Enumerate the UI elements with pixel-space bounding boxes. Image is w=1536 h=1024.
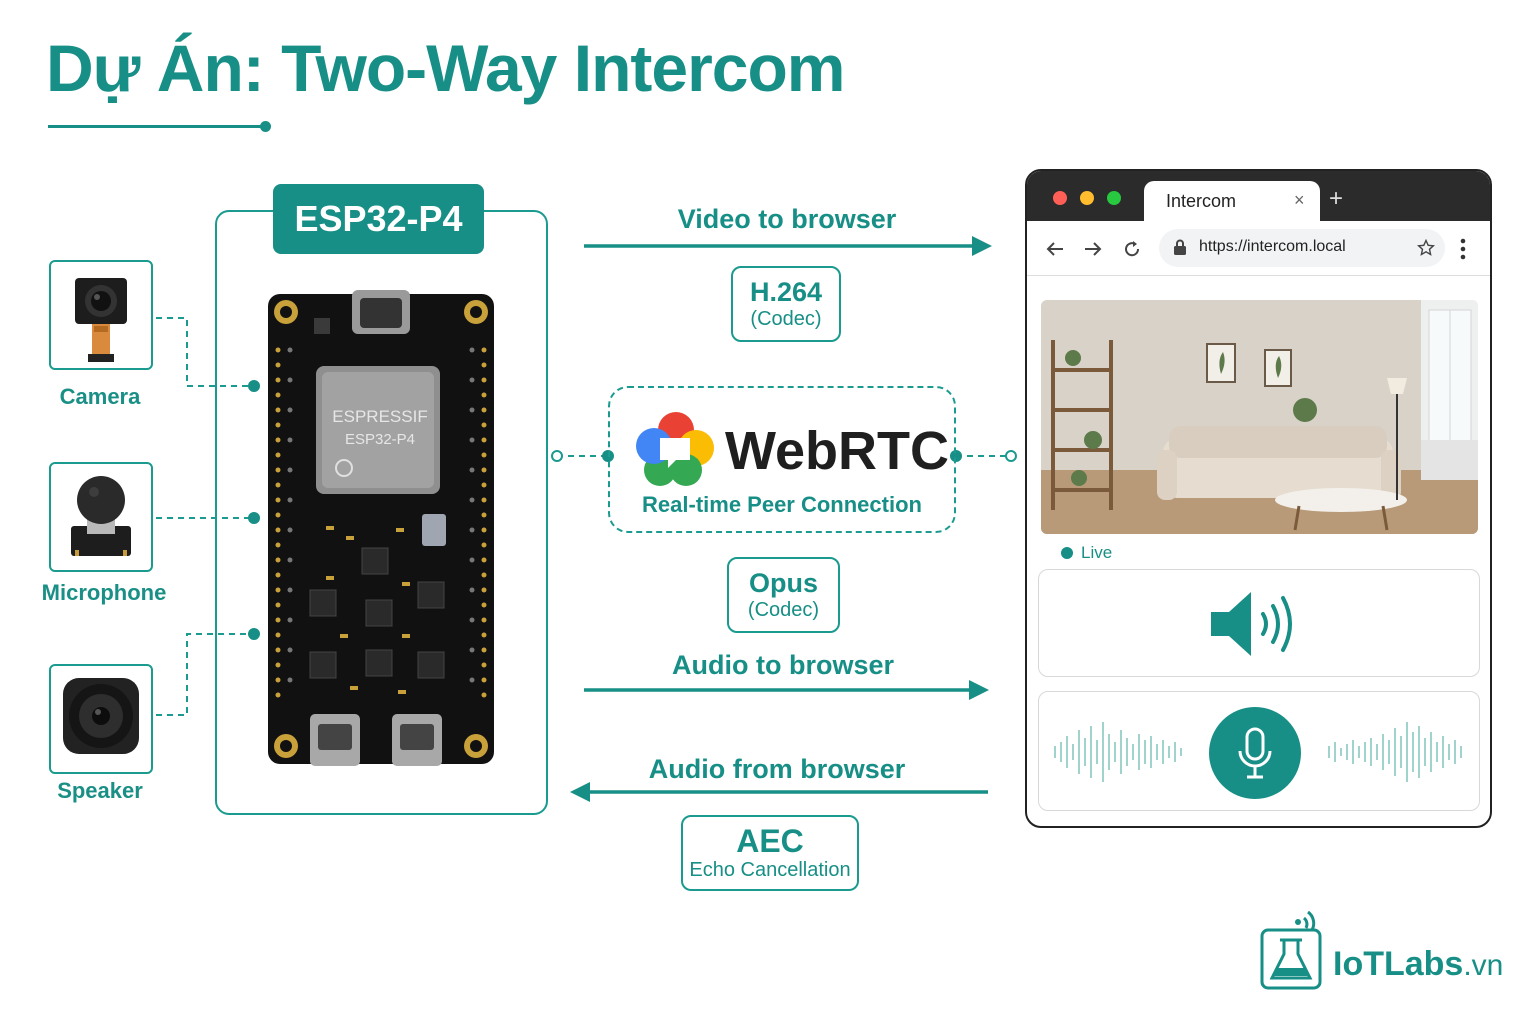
left-waveform-icon	[1053, 720, 1185, 784]
reload-icon[interactable]	[1122, 239, 1142, 259]
speaker-label: Speaker	[10, 778, 190, 804]
tab-intercom[interactable]: Intercom ×	[1144, 181, 1320, 223]
forward-arrow-icon[interactable]	[1083, 239, 1103, 259]
aec-sub: Echo Cancellation	[689, 858, 850, 882]
camera-box	[49, 260, 153, 370]
iotlabs-brand: IoTLabs.vn	[1333, 945, 1503, 984]
audio-to-link-label: Audio to browser	[584, 650, 982, 681]
webrtc-subtitle: Real-time Peer Connection	[608, 492, 956, 518]
esp32-label: ESP32-P4	[273, 184, 484, 254]
webrtc-name: WebRTC	[725, 420, 949, 482]
h264-codec-sub: (Codec)	[750, 307, 821, 331]
window-maximize-button[interactable]	[1107, 191, 1121, 205]
microphone-button[interactable]	[1209, 707, 1301, 799]
microphone-box	[49, 462, 153, 572]
chip-model: ESP32-P4	[345, 431, 415, 448]
right-waveform-icon	[1327, 720, 1467, 784]
camera-icon	[51, 262, 151, 368]
speaker-box	[49, 664, 153, 774]
opus-codec-box: Opus (Codec)	[727, 557, 840, 633]
browser-window: Intercom × + https://intercom.local	[1025, 169, 1492, 828]
new-tab-button[interactable]: +	[1329, 185, 1343, 213]
live-status: Live	[1081, 543, 1112, 563]
audio-from-link-label: Audio from browser	[570, 754, 984, 785]
speaker-volume-icon[interactable]	[1209, 588, 1305, 660]
browser-tab-bar: Intercom × +	[1027, 171, 1490, 221]
address-bar[interactable]: https://intercom.local	[1159, 229, 1445, 267]
more-menu-icon[interactable]	[1459, 237, 1467, 261]
aec-box: AEC Echo Cancellation	[681, 815, 859, 891]
camera-label: Camera	[10, 384, 190, 410]
microphone-mic-icon	[1235, 727, 1275, 781]
lock-icon	[1173, 239, 1187, 256]
esp32-board-image: ESPRESSIF ESP32-P4	[266, 290, 496, 768]
opus-codec-name: Opus	[749, 568, 818, 598]
bookmark-star-icon[interactable]	[1417, 239, 1435, 257]
chip-brand: ESPRESSIF	[332, 407, 427, 426]
window-minimize-button[interactable]	[1080, 191, 1094, 205]
brand-suffix: .vn	[1463, 949, 1503, 982]
microphone-icon	[51, 464, 151, 570]
url-text: https://intercom.local	[1199, 238, 1346, 256]
video-link-label: Video to browser	[584, 204, 990, 235]
h264-codec-box: H.264 (Codec)	[731, 266, 841, 342]
iotlabs-logo-icon	[1258, 908, 1328, 992]
video-feed	[1041, 300, 1478, 534]
tab-title: Intercom	[1166, 191, 1236, 212]
aec-name: AEC	[736, 824, 804, 858]
back-arrow-icon[interactable]	[1045, 239, 1065, 259]
brand-name: IoTLabs	[1333, 945, 1463, 983]
webrtc-logo-icon	[636, 410, 716, 490]
live-indicator-dot	[1061, 547, 1073, 559]
tab-close-icon[interactable]: ×	[1294, 190, 1305, 211]
h264-codec-name: H.264	[750, 277, 822, 307]
browser-toolbar: https://intercom.local	[1027, 223, 1490, 276]
opus-codec-sub: (Codec)	[748, 598, 819, 622]
microphone-panel	[1038, 691, 1480, 811]
microphone-label: Microphone	[14, 580, 194, 606]
speaker-panel	[1038, 569, 1480, 677]
window-close-button[interactable]	[1053, 191, 1067, 205]
speaker-icon	[51, 666, 151, 766]
